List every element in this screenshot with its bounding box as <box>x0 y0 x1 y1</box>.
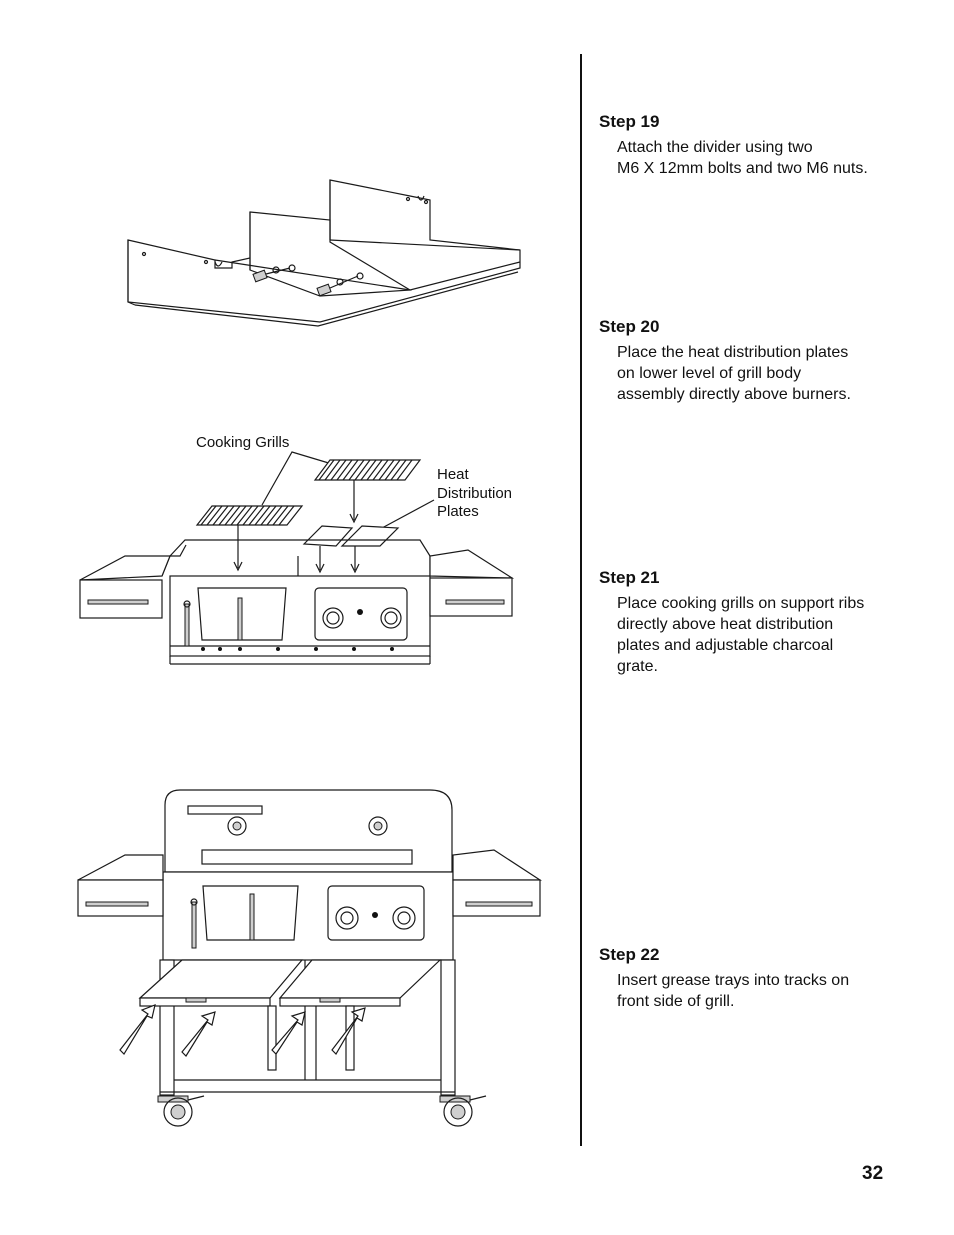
step-22-heading: Step 22 <box>599 945 660 964</box>
column-divider <box>580 54 582 1146</box>
step-19-heading: Step 19 <box>599 112 660 131</box>
step-22: Step 22 Insert grease trays into tracks … <box>599 945 919 1012</box>
step-21-text: Place cooking grills on support ribs dir… <box>617 595 865 675</box>
page-number: 32 <box>862 1163 884 1184</box>
bolt-icon <box>252 264 296 283</box>
caster-wheel-icon <box>157 1095 205 1127</box>
step-20: Step 20 Place the heat distribution plat… <box>599 317 919 405</box>
caster-wheel-icon <box>439 1095 487 1127</box>
insert-arrow-icon <box>181 1011 216 1057</box>
step-20-text: Place the heat distribution plates on lo… <box>617 344 851 403</box>
control-knob-icon <box>380 607 402 629</box>
cooking-grill-icon <box>313 459 422 481</box>
grease-trays-illustration <box>77 789 543 1127</box>
cooking-grills-label: Cooking Grills <box>196 434 290 451</box>
step-22-text: Insert grease trays into tracks on front… <box>617 972 850 1010</box>
step-21-heading: Step 21 <box>599 568 660 587</box>
cooking-grill-icon <box>195 505 304 526</box>
control-knob-icon <box>322 607 344 629</box>
grease-tray-icon <box>278 959 442 999</box>
step-19: Step 19 Attach the divider using two M6 … <box>599 112 919 179</box>
divider-illustration <box>127 179 521 327</box>
step-20-heading: Step 20 <box>599 317 660 336</box>
heat-plate-icon <box>340 525 400 547</box>
heat-plate-icon <box>302 525 354 547</box>
heat-distribution-plates-label: Heat Distribution Plates <box>437 466 513 520</box>
bolt-icon <box>316 272 364 297</box>
insert-arrow-icon <box>119 1004 156 1055</box>
control-knob-icon <box>392 906 416 930</box>
insert-arrow-icon <box>331 1007 366 1055</box>
control-knob-icon <box>335 906 359 930</box>
insert-arrow-icon <box>271 1011 306 1055</box>
temperature-gauge-icon <box>227 816 247 836</box>
step-19-text: Attach the divider using two M6 X 12mm b… <box>617 139 868 177</box>
temperature-gauge-icon <box>368 816 388 836</box>
step-21: Step 21 Place cooking grills on support … <box>599 568 919 677</box>
cooking-grills-illustration <box>79 451 515 665</box>
